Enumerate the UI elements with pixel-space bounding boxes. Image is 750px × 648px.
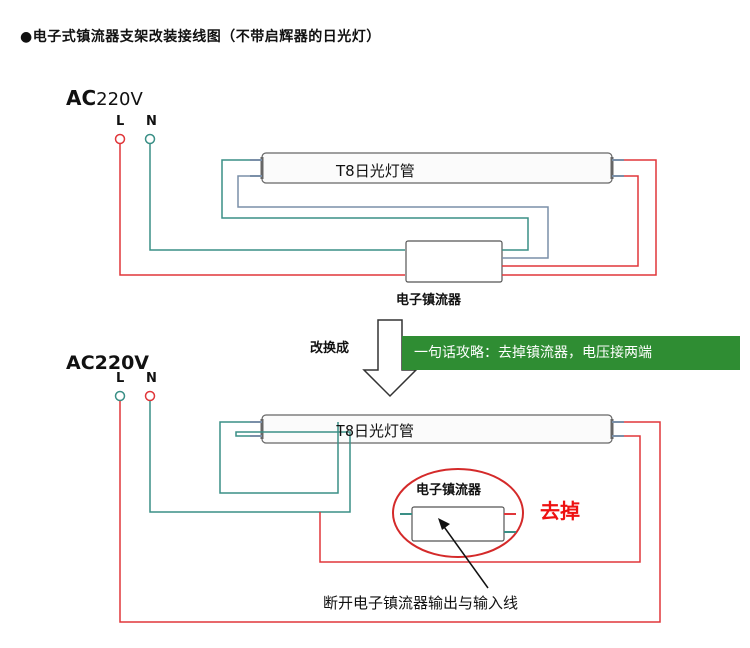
tube-label-top: T8日光灯管 [336,162,415,180]
terminal-n-bottom [144,390,156,402]
down-arrow [362,319,418,398]
ballast-box-top [405,240,503,283]
ballast-box-bottom [411,506,505,542]
change-label: 改换成 [310,341,350,356]
tube-right-wire-inner-bottom [319,435,641,563]
tube-label-bottom: T8日光灯管 [336,422,415,440]
neutral-wire-bottom [149,401,351,513]
terminal-n-label-bottom: N [146,371,157,386]
live-wire-bottom [119,401,661,623]
tube-right-wire-outer-top [502,159,657,276]
tip-banner: 一句话攻略：去掉镇流器，电压接两端 [402,336,740,370]
terminal-n-label-top: N [146,114,157,129]
ac-prefix: AC [66,86,97,110]
live-wire-top [119,144,405,276]
disconnect-caption: 断开电子镇流器输出与输入线 [323,594,519,612]
ballast-label-bottom: 电子镇流器 [416,483,482,498]
diagram-title: ●电子式镇流器支架改装接线图（不带启辉器的日光灯） [20,29,381,45]
remove-label: 去掉 [540,499,580,523]
tube-top [261,152,613,184]
tube-right-wire-inner-top [502,175,639,267]
tube-left-wire-outer-top [221,159,529,251]
pointer-line [441,523,489,589]
neutral-wire-top [149,144,405,251]
terminal-l-bottom [114,390,126,402]
terminal-n-top [144,133,156,145]
ac-voltage: 220V [96,89,143,110]
terminal-l-top [114,133,126,145]
terminal-l-label-top: L [116,114,125,129]
ac-voltage-label-top: AC220V [66,86,143,110]
tube-left-wire-outer-bottom [219,421,339,494]
terminal-l-label-bottom: L [116,371,125,386]
ballast-label-top: 电子镇流器 [396,293,462,308]
ac-voltage-label-bottom: AC220V [66,352,150,374]
pointer-arrowhead [438,518,450,530]
tube-bottom [261,414,613,444]
removed-ballast-circle [392,468,524,558]
tube-left-wire-inner-top [237,175,549,259]
